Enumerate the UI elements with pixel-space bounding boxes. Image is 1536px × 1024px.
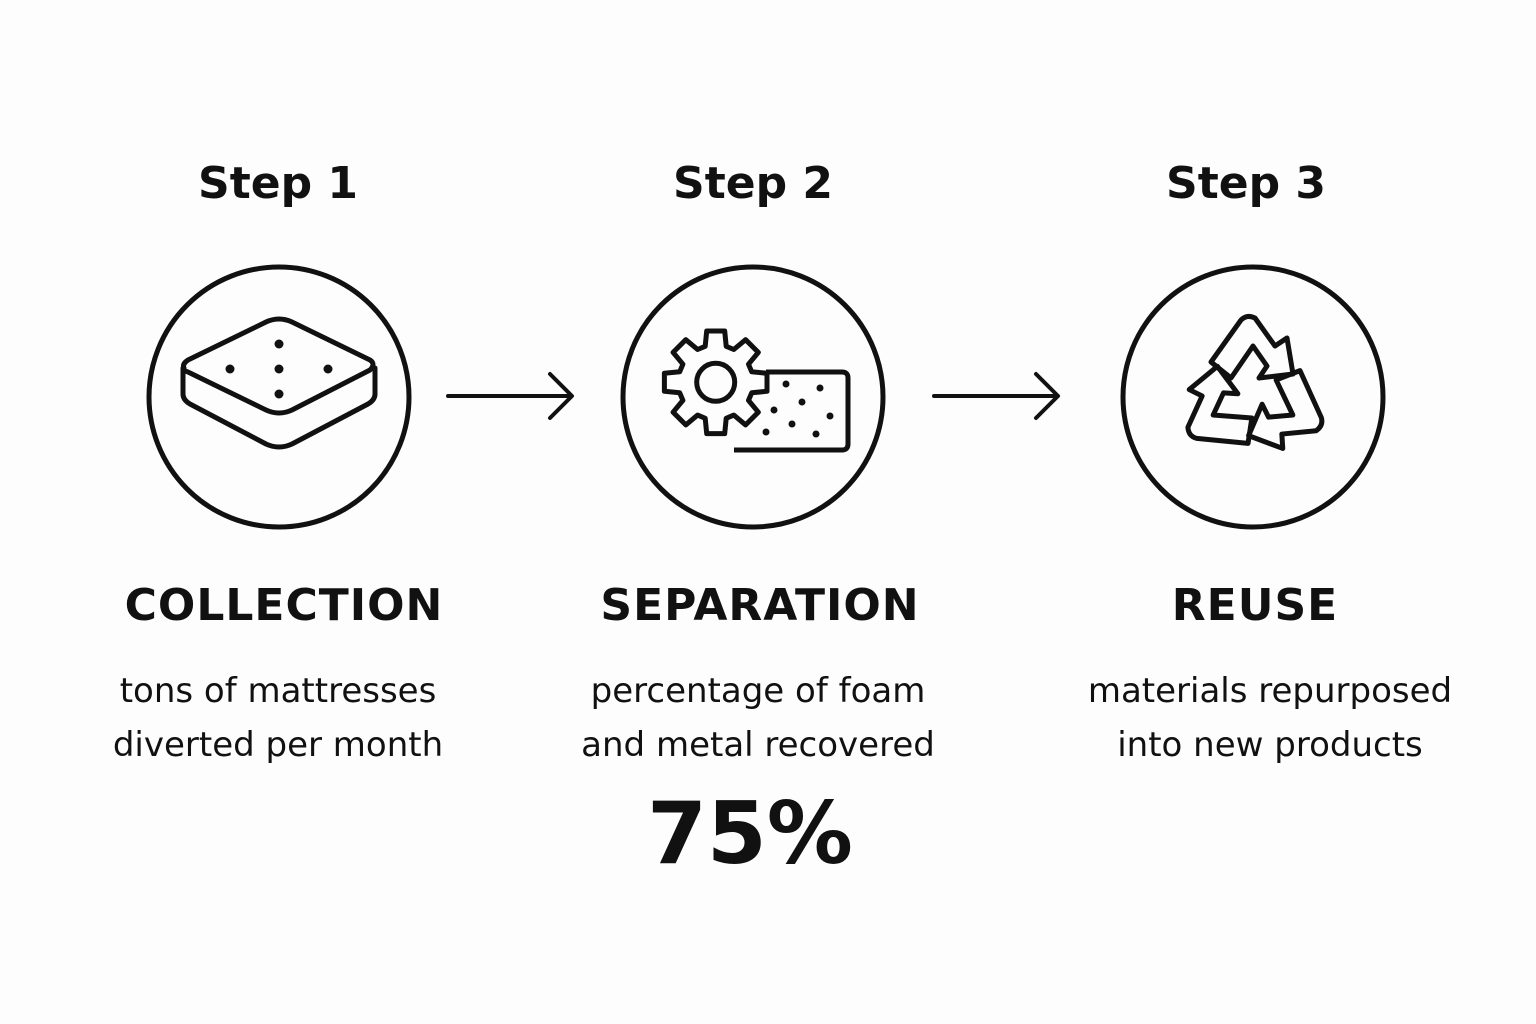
step-2-name: SEPARATION (600, 580, 920, 631)
step-1-name: COLLECTION (124, 580, 444, 631)
gear-foam-icon (620, 264, 886, 530)
description-line: diverted per month (112, 725, 444, 765)
description-line: percentage of foam (590, 671, 926, 711)
step-2-stat: 75% (647, 784, 853, 884)
arrow-right-icon (932, 372, 1060, 420)
arrow-right-icon (446, 372, 574, 420)
step-1-title: Step 1 (198, 158, 358, 209)
description-line: tons of mattresses (119, 671, 437, 711)
step-2-title: Step 2 (673, 158, 833, 209)
step-3-description: materials repurposed into new products (1050, 664, 1490, 772)
step-3-title: Step 3 (1166, 158, 1326, 209)
description-line: materials repurposed (1087, 671, 1453, 711)
description-line: and metal recovered (581, 725, 935, 765)
description-line: into new products (1117, 725, 1423, 765)
recycle-icon (1120, 264, 1386, 530)
mattress-icon (146, 264, 412, 530)
step-2-description: percentage of foam and metal recovered (538, 664, 978, 772)
step-1-description: tons of mattresses diverted per month (58, 664, 498, 772)
step-3-name: REUSE (1171, 580, 1339, 631)
